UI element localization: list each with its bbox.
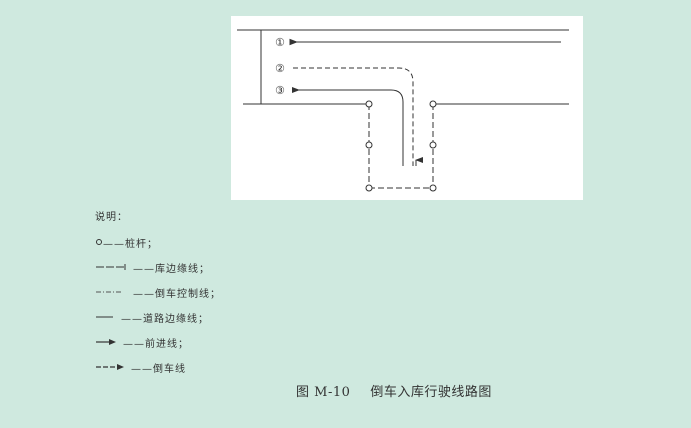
- forward-line-3: [292, 87, 404, 166]
- pole-mid-right: [429, 141, 437, 149]
- legend-label-reverse: ——倒车线: [131, 364, 186, 375]
- diagram-canvas: ① ② ③: [237, 29, 569, 192]
- lane-marker-3: ③: [275, 84, 285, 97]
- figure-title: 倒车入库行驶线路图: [370, 385, 492, 400]
- pole-bottom-right: [429, 184, 437, 192]
- figure-caption: 图 M-10 倒车入库行驶线路图: [296, 381, 492, 400]
- pole-symbol-icon: [96, 239, 102, 245]
- legend-item-pole: ——桩杆；: [95, 235, 295, 250]
- legend-item-road-edge: ——道路边缘线；: [95, 310, 295, 325]
- pole-mid-left: [365, 141, 373, 149]
- reverse-line-2: [293, 67, 414, 166]
- dashed-line-icon: [96, 264, 126, 270]
- legend-label-garage-edge: ——库边缘线；: [133, 264, 210, 275]
- legend-label-control-line: ——倒车控制线；: [133, 289, 221, 300]
- legend-item-forward: ——前进线；: [95, 335, 295, 350]
- legend-label-pole: ——桩杆；: [103, 239, 158, 250]
- figure-number: 图 M-10: [296, 385, 351, 400]
- solid-line-icon: [96, 316, 113, 318]
- garage-route-diagram: ① ② ③: [231, 16, 583, 200]
- lane-marker-1: ①: [275, 36, 285, 49]
- legend-item-garage-edge: ——库边缘线；: [95, 260, 295, 275]
- solid-arrow-icon: [96, 339, 116, 345]
- pole-bottom-left: [365, 184, 373, 192]
- legend-item-control-line: ——倒车控制线；: [95, 285, 295, 300]
- legend-label-forward: ——前进线；: [123, 339, 189, 350]
- pole-top-right: [429, 100, 437, 108]
- lane-marker-2: ②: [275, 62, 285, 75]
- dashed-arrow-icon: [96, 364, 124, 370]
- dash-dot-line-icon: [96, 291, 123, 293]
- pole-top-left: [365, 100, 373, 108]
- legend-title: 说明：: [95, 212, 128, 223]
- legend-item-reverse: ——倒车线: [95, 360, 295, 375]
- legend-label-road-edge: ——道路边缘线；: [121, 314, 209, 325]
